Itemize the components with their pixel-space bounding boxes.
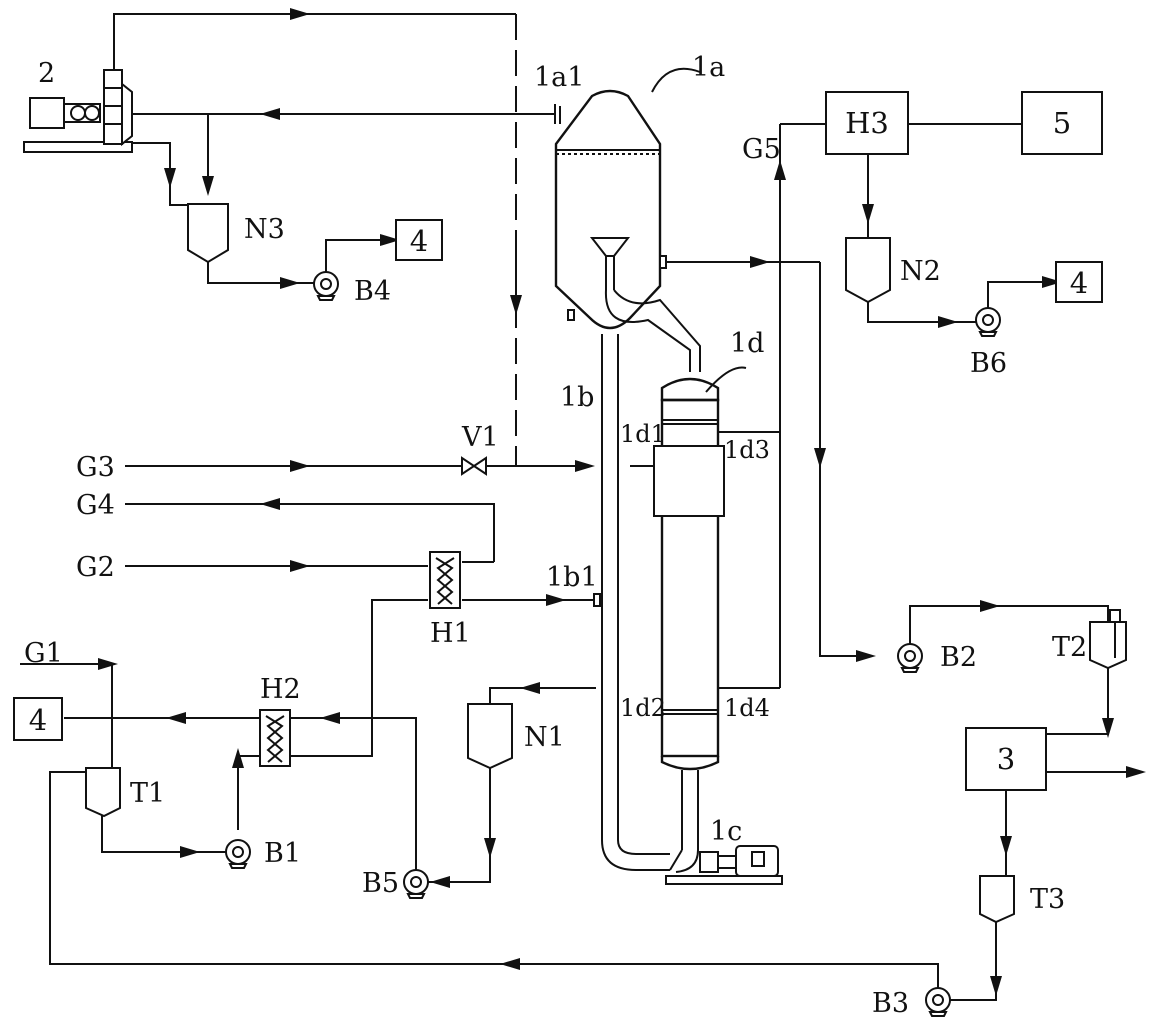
tank-t1 xyxy=(85,767,121,818)
pipe-fan-n3-b xyxy=(130,142,190,206)
label-1a1: 1a1 xyxy=(534,62,584,93)
label-1c: 1c xyxy=(710,816,742,847)
label-n1: N1 xyxy=(524,722,565,753)
pipe-t1-b1 xyxy=(101,814,228,853)
label-g5: G5 xyxy=(742,134,781,165)
box-4-right xyxy=(1055,261,1103,303)
box-4-top-label: 4 xyxy=(410,224,428,258)
pipe-col-n1 xyxy=(489,687,596,704)
label-v1: V1 xyxy=(461,422,499,453)
label-t2: T2 xyxy=(1052,632,1087,663)
label-b6: B6 xyxy=(970,348,1007,379)
exchanger-h1 xyxy=(429,551,461,609)
pump-b5 xyxy=(403,869,429,899)
box-4-top xyxy=(395,219,443,261)
pump-b6 xyxy=(975,307,1001,337)
heater-1d xyxy=(653,377,725,873)
label-t1: T1 xyxy=(130,778,165,809)
pipe-b3-t1 xyxy=(49,771,939,988)
pipe-to-b2 xyxy=(819,262,870,657)
fan-unit xyxy=(23,69,133,153)
label-g2: G2 xyxy=(76,552,115,583)
pipe-network xyxy=(20,8,1146,1001)
tank-n3 xyxy=(187,203,229,264)
label-1d: 1d xyxy=(730,328,764,359)
label-g1: G1 xyxy=(24,638,63,669)
pipe-t2-3 xyxy=(1046,668,1109,735)
pipe-b5-h2 xyxy=(290,717,417,880)
pipe-n2-b6 xyxy=(867,300,976,323)
tank-n1 xyxy=(467,703,513,770)
pipe-b2-t2 xyxy=(909,605,1109,644)
pipe-b1-h2 xyxy=(237,755,260,830)
valve-v1[interactable] xyxy=(461,456,487,476)
label-h2: H2 xyxy=(260,674,301,705)
evaporator-1a xyxy=(554,89,701,372)
tank-t2 xyxy=(1089,609,1127,670)
label-1b: 1b xyxy=(560,382,594,413)
pump-b1 xyxy=(225,839,251,869)
box-3 xyxy=(965,727,1047,791)
box-3-label: 3 xyxy=(997,742,1015,776)
label-n2: N2 xyxy=(900,256,941,287)
pipe-b6-box4 xyxy=(987,281,1056,308)
box-4-left xyxy=(13,697,63,741)
box-h3 xyxy=(825,91,909,155)
label-g3: G3 xyxy=(76,452,115,483)
tank-t3 xyxy=(979,875,1015,924)
label-b1: B1 xyxy=(264,838,301,869)
downcomer-1b xyxy=(593,334,670,871)
label-1d4: 1d4 xyxy=(724,694,770,722)
label-h1: H1 xyxy=(430,618,471,649)
box-4-left-label: 4 xyxy=(29,703,47,737)
leader-1d xyxy=(705,366,747,393)
box-4-right-label: 4 xyxy=(1070,266,1088,300)
label-1a: 1a xyxy=(692,52,725,83)
label-n3: N3 xyxy=(244,214,285,245)
label-b2: B2 xyxy=(940,642,977,673)
label-fan: 2 xyxy=(38,58,55,89)
label-b5: B5 xyxy=(362,868,399,899)
pump-1c xyxy=(665,845,783,885)
pipe-n1-b5 xyxy=(428,768,491,883)
label-b4: B4 xyxy=(354,276,391,307)
label-1d3: 1d3 xyxy=(724,436,770,464)
pump-b2 xyxy=(897,643,923,673)
pipe-n3-b4 xyxy=(207,262,315,284)
exchanger-h2 xyxy=(259,709,291,767)
box-5-label: 5 xyxy=(1053,106,1071,140)
box-h3-label: H3 xyxy=(845,106,889,140)
pump-b3 xyxy=(925,987,951,1017)
leader-1a xyxy=(651,67,701,93)
label-t3: T3 xyxy=(1030,884,1065,915)
pipe-b4-box4 xyxy=(325,239,396,272)
pipe-h2-h1 xyxy=(371,599,428,716)
tank-n2 xyxy=(845,237,891,304)
pipe-g4 xyxy=(125,503,495,562)
label-1b1: 1b1 xyxy=(546,562,598,593)
pipe-fan-exhaust xyxy=(113,13,516,70)
label-g4: G4 xyxy=(76,490,115,521)
box-5 xyxy=(1021,91,1103,155)
pump-b4 xyxy=(313,271,339,301)
pipe-h2-out xyxy=(290,716,373,757)
label-b3: B3 xyxy=(872,988,909,1019)
label-1d1: 1d1 xyxy=(620,420,666,448)
pipe-t3-b3 xyxy=(948,922,997,1001)
label-1d2: 1d2 xyxy=(620,694,666,722)
